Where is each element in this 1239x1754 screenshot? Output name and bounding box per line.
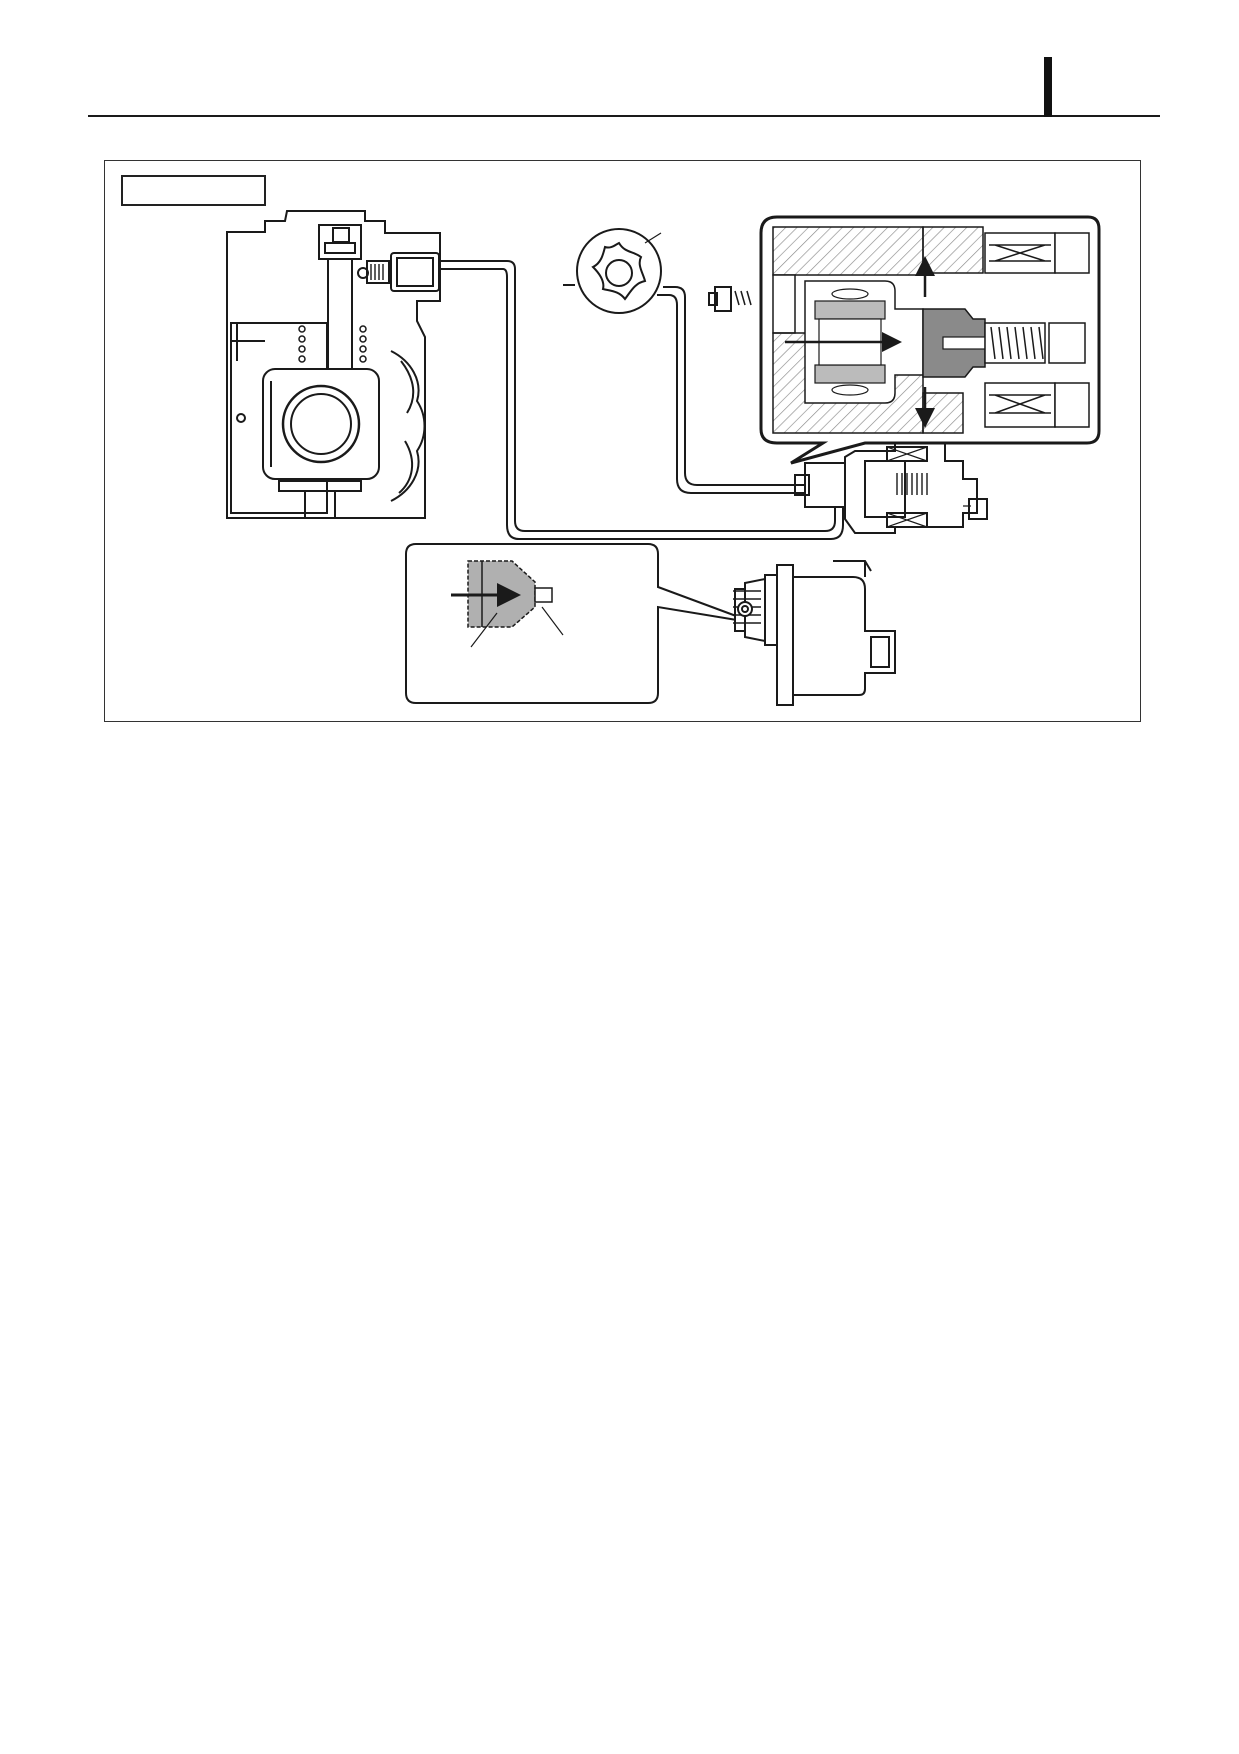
- hydraulic-lines: [439, 260, 844, 540]
- figure-frame: [104, 160, 1141, 722]
- zoom-callout-filter-detail: [405, 543, 756, 704]
- solenoid-valve-icon: [794, 442, 988, 534]
- spring-icon: [896, 473, 928, 495]
- header-bar-mark: [1044, 57, 1052, 117]
- flow-arrow-icon: [785, 256, 935, 428]
- solenoid-coil-icon: [886, 446, 928, 462]
- bolt-hole: [236, 413, 246, 423]
- spring-icon: [370, 264, 384, 280]
- header-rule: [88, 115, 1160, 117]
- external-solenoid-part: [733, 560, 896, 706]
- zoom-callout-valve-detail: [759, 215, 1101, 465]
- spring-icon: [734, 290, 752, 306]
- figure-label-box: [121, 175, 266, 206]
- oil-pump-rotor-icon: [576, 228, 662, 314]
- spring-icon: [298, 325, 367, 363]
- relief-valve: [708, 286, 752, 312]
- solenoid-coil-icon: [886, 512, 928, 528]
- spring-icon: [984, 322, 1046, 364]
- hydraulic-diagram: [226, 210, 1101, 706]
- solenoid-coil-icon: [984, 232, 1090, 428]
- valve-body-cutaway: [226, 210, 441, 519]
